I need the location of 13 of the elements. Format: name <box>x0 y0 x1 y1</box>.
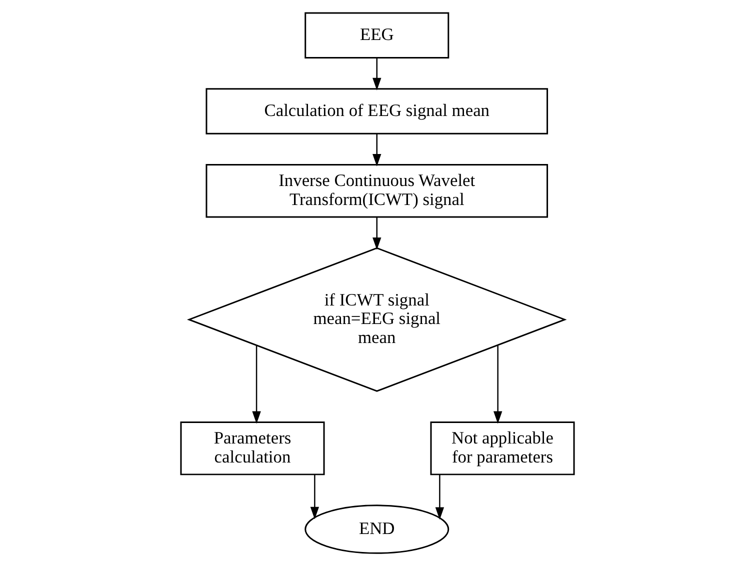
arrow <box>252 346 261 424</box>
arrow <box>435 474 444 520</box>
arrow <box>372 134 382 166</box>
arrow <box>372 217 382 250</box>
node-box: Parameters calculation <box>180 421 325 476</box>
node-box: Not applicable for parameters <box>430 421 575 476</box>
arrow <box>493 346 502 424</box>
arrow <box>372 58 382 90</box>
node-box: EEG <box>304 12 450 58</box>
node-box: Calculation of EEG signal mean <box>206 88 548 134</box>
arrow <box>310 474 320 520</box>
node-box: Inverse Continuous Wavelet Transform(ICWT) signal <box>206 164 548 218</box>
node-diamond: if ICWT signal mean=EEG signal mean <box>186 247 567 392</box>
